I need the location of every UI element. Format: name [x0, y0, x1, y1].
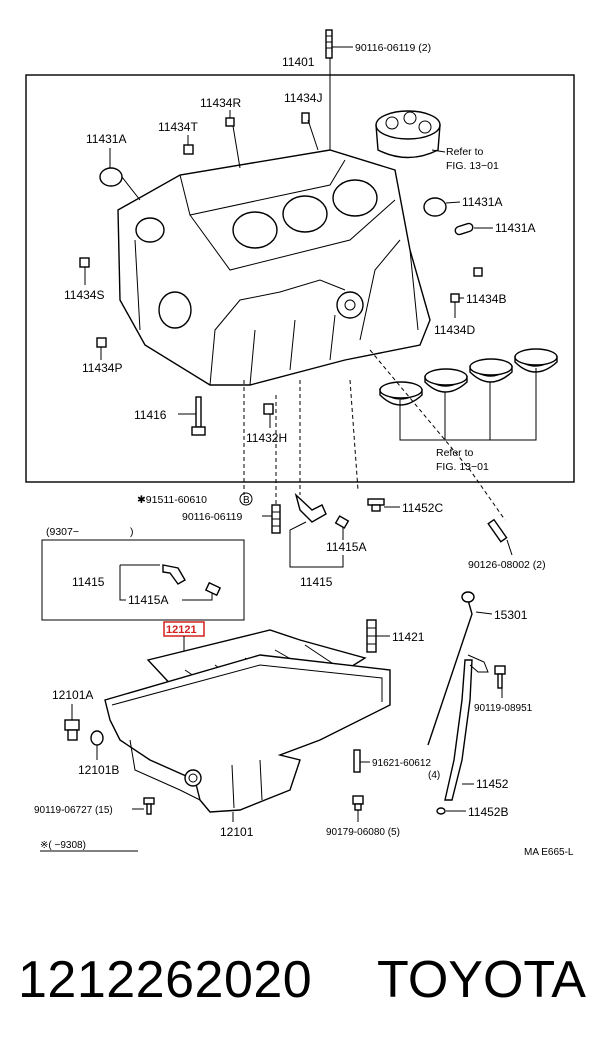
piston-illustration	[375, 110, 441, 159]
plug-11434R	[225, 117, 235, 127]
parts-diagram: 90116-06119 (2) 11401 Refer to FIG. 13−0…	[25, 29, 575, 858]
crankshaft-bearings	[379, 348, 558, 406]
stud-91621	[353, 749, 361, 773]
label-11434T: 11434T	[158, 120, 198, 134]
label-11434R: 11434R	[200, 96, 241, 110]
drain-plug-12101A	[64, 719, 80, 741]
plug-11434S	[79, 257, 90, 268]
label-11416: 11416	[134, 408, 167, 422]
label-91621-60612: 91621-60612	[372, 758, 431, 769]
label-91511-60610: ✱91511-60610	[137, 494, 207, 506]
label-90126-08002-2: 90126-08002 (2)	[468, 559, 546, 571]
label-circle-b: B	[243, 495, 250, 506]
label-11452: 11452	[476, 777, 509, 791]
plug-11434B	[450, 293, 460, 303]
label-91621-qty: (4)	[428, 770, 440, 781]
bolt-90119-08951	[494, 665, 506, 689]
label-90179-06080-5: 90179-06080 (5)	[326, 827, 400, 838]
label-refer-top-2: FIG. 13−01	[446, 160, 499, 172]
circle-b-marker	[239, 492, 253, 506]
label-11431A-right-2: 11431A	[495, 221, 535, 235]
label-11415A-inset: 11415A	[128, 593, 168, 607]
label-11434D: 11434D	[434, 323, 475, 337]
plug-11431A-right-2	[454, 222, 474, 236]
plug-11431A-left	[99, 167, 123, 187]
bolt-90119-06727	[143, 797, 155, 815]
stud-bolt-90116-top	[325, 29, 333, 59]
label-refer-top-1: Refer to	[446, 146, 484, 158]
pin-11416	[191, 396, 206, 436]
stud-90116-mid	[271, 504, 281, 534]
label-illustration-ref: MA E665-L	[524, 847, 574, 858]
label-11434S: 11434S	[64, 288, 104, 302]
label-15301: 15301	[494, 608, 528, 622]
label-11452B: 11452B	[468, 805, 508, 819]
brand-name: TOYOTA	[377, 951, 586, 1009]
dipstick-guide-11452	[444, 654, 489, 801]
stud-90126	[487, 518, 508, 543]
oil-pan-12101	[104, 654, 391, 813]
plug-11452C	[367, 498, 385, 512]
nut-90179	[352, 795, 364, 811]
cylinder-block-illustration	[117, 149, 431, 386]
label-9307-open: (9307−	[46, 526, 79, 538]
plug-11434J	[301, 112, 310, 124]
label-11431A-right-1: 11431A	[462, 195, 502, 209]
o-ring-11452B	[436, 807, 446, 815]
label-11401: 11401	[282, 55, 315, 69]
label-11434J: 11434J	[284, 91, 322, 105]
label-90116-06119-mid: 90116-06119	[182, 511, 242, 523]
plug-11434T	[183, 144, 194, 155]
part-number: 1212262020	[18, 951, 313, 1009]
plug-11434B-upper	[473, 267, 483, 277]
label-12101B: 12101B	[78, 763, 119, 777]
label-9308-note: ※( −9308)	[40, 840, 86, 851]
label-refer-bottom-2: FIG. 13−01	[436, 461, 489, 473]
label-11415-inset: 11415	[72, 575, 105, 589]
union-11415-mid	[294, 492, 350, 529]
label-refer-bottom-1: Refer to	[436, 447, 474, 459]
label-11434B: 11434B	[466, 292, 506, 306]
label-11415A-mid: 11415A	[326, 540, 366, 554]
plug-11434P	[96, 337, 107, 348]
label-11452C: 11452C	[402, 501, 443, 515]
label-90116-06119-2: 90116-06119 (2)	[355, 42, 431, 54]
label-90119-06727-15: 90119-06727 (15)	[34, 805, 113, 816]
plug-11432H	[263, 403, 274, 415]
label-11421: 11421	[392, 630, 425, 644]
label-11434P: 11434P	[82, 361, 122, 375]
union-11415-inset	[162, 564, 222, 597]
plug-11431A-right-1	[423, 197, 447, 217]
inset-box-9307	[41, 539, 245, 621]
label-12121-highlighted[interactable]: 12121	[166, 624, 197, 636]
gasket-12101B	[90, 730, 104, 746]
stud-11421	[366, 619, 377, 653]
label-12101A: 12101A	[52, 688, 93, 702]
dipstick-15301	[427, 591, 475, 746]
label-11432H: 11432H	[246, 431, 287, 445]
label-12101: 12101	[220, 825, 254, 839]
label-90119-08951: 90119-08951	[474, 703, 533, 714]
label-11415-mid: 11415	[300, 575, 333, 589]
label-11431A-left: 11431A	[86, 132, 126, 146]
footer: 1212262020 TOYOTA	[0, 950, 600, 1030]
label-9307-close: )	[130, 526, 134, 538]
